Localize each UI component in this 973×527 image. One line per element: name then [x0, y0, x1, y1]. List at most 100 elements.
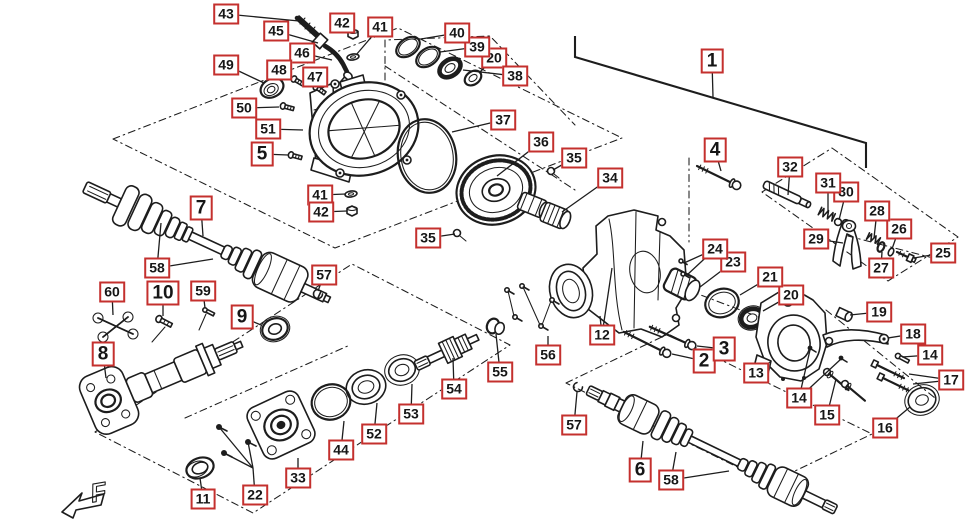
- bolt: [290, 75, 306, 87]
- front-letter: F: [88, 476, 110, 508]
- callout-25: 25: [930, 242, 956, 264]
- callout-57: 57: [311, 264, 337, 286]
- callout-29: 29: [803, 228, 829, 250]
- mid-bearing-group: [662, 258, 767, 331]
- right-cv-axle: [572, 381, 838, 515]
- callout-8: 8: [91, 341, 115, 367]
- callout-49: 49: [213, 54, 239, 76]
- output-seal: [904, 384, 940, 416]
- callout-52: 52: [361, 423, 387, 445]
- breather-hose-group: [294, 15, 360, 217]
- splined-sleeve: [539, 201, 572, 230]
- callout-51: 51: [255, 118, 281, 140]
- callout-14: 14: [917, 344, 943, 366]
- callout-16: 16: [872, 417, 898, 439]
- damper-ring: [259, 315, 291, 343]
- callout-11: 11: [190, 488, 216, 510]
- callout-33: 33: [285, 467, 311, 489]
- front-cover-assembly: [259, 74, 420, 183]
- bearing-arm: [822, 328, 890, 348]
- stud: [838, 355, 848, 363]
- callout-28: 28: [864, 200, 890, 222]
- callout-45: 45: [263, 20, 289, 42]
- callout-15: 15: [814, 404, 840, 426]
- pin-line: [223, 452, 254, 469]
- callout-42: 42: [329, 12, 355, 34]
- bolt: [155, 314, 174, 328]
- seal-stack: [395, 35, 483, 87]
- callout-55: 55: [487, 361, 513, 383]
- differential-housing: [485, 209, 688, 338]
- washer: [346, 53, 360, 61]
- cap: [485, 317, 506, 336]
- callout-1: 1: [700, 48, 724, 74]
- callout-60: 60: [99, 281, 125, 303]
- bolt: [870, 359, 906, 380]
- rear-cover-assembly: [752, 291, 940, 416]
- cap: [185, 456, 215, 480]
- bolt: [312, 83, 327, 96]
- callout-9: 9: [230, 304, 254, 330]
- bolt: [840, 379, 867, 402]
- callout-5: 5: [250, 141, 274, 167]
- callout-59: 59: [190, 280, 216, 302]
- callout-12: 12: [589, 324, 615, 346]
- callout-41: 41: [367, 16, 393, 38]
- circlip: [572, 381, 584, 393]
- callout-22: 22: [242, 484, 268, 506]
- washer: [344, 190, 358, 198]
- pin-line: [218, 426, 254, 469]
- callout-43: 43: [213, 3, 239, 25]
- callout-56: 56: [535, 344, 561, 366]
- callout-19: 19: [866, 301, 892, 323]
- callout-14: 14: [786, 387, 812, 409]
- front-direction-icon: F: [61, 475, 111, 519]
- bolt: [287, 151, 303, 161]
- bolt: [201, 306, 216, 317]
- callout-1-bracket: [573, 36, 868, 168]
- leader-line-12: [601, 267, 613, 336]
- callout-3: 3: [712, 336, 736, 362]
- nut: [346, 205, 358, 217]
- callout-40: 40: [444, 22, 470, 44]
- callout-7: 7: [189, 195, 213, 221]
- callout-27: 27: [868, 257, 894, 279]
- callout-26: 26: [886, 218, 912, 240]
- callout-44: 44: [328, 439, 354, 461]
- callout-31: 31: [815, 172, 841, 194]
- callout-35: 35: [415, 227, 441, 249]
- callout-54: 54: [441, 378, 467, 400]
- callout-46: 46: [289, 42, 315, 64]
- callout-17: 17: [938, 369, 964, 391]
- prop-shaft-group: [78, 306, 291, 435]
- left-cv-axle: [82, 181, 332, 304]
- callout-34: 34: [597, 167, 623, 189]
- studs: [503, 282, 560, 331]
- callout-21: 21: [757, 266, 783, 288]
- callout-50: 50: [231, 97, 257, 119]
- shift-fork-group: [762, 180, 917, 270]
- callout-53: 53: [398, 403, 424, 425]
- output-shaft: [413, 333, 480, 371]
- callout-6: 6: [628, 457, 652, 483]
- callout-42: 42: [308, 201, 334, 223]
- callout-47: 47: [302, 66, 328, 88]
- bolt: [279, 102, 295, 112]
- callout-38: 38: [502, 65, 528, 87]
- callout-13: 13: [743, 362, 769, 384]
- output-flange-group: [185, 333, 480, 480]
- callout-10: 10: [146, 280, 180, 306]
- callout-37: 37: [490, 109, 516, 131]
- bolt: [894, 352, 911, 364]
- callout-32: 32: [777, 156, 803, 178]
- callout-39: 39: [464, 36, 490, 58]
- callout-4: 4: [703, 137, 727, 163]
- stud: [807, 345, 817, 353]
- case-bolts: [622, 324, 697, 359]
- callout-48: 48: [266, 59, 292, 81]
- pin-line: [247, 441, 254, 469]
- bolt: [876, 372, 910, 393]
- callout-36: 36: [528, 131, 554, 153]
